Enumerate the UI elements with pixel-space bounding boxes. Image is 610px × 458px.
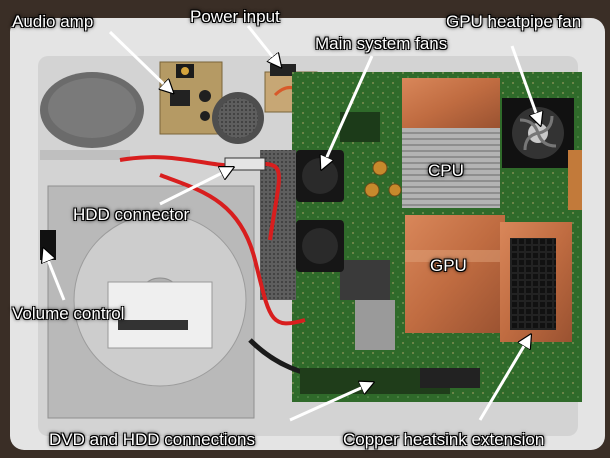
label-copper-heatsink-extension: Copper heatsink extension — [343, 430, 545, 449]
pcb-chip-area — [340, 112, 380, 142]
label-dvd-hdd-connections: DVD and HDD connections — [49, 430, 255, 449]
gpu-heatsink-sheen — [405, 250, 505, 262]
arrow-audio-amp — [108, 30, 172, 92]
arrow-power-input — [246, 25, 280, 66]
dvd-drive-label-sticker — [107, 281, 213, 349]
label-volume-control: Volume control — [12, 304, 125, 323]
ethernet-port — [355, 300, 395, 350]
heatpipe — [568, 150, 582, 210]
arrow-copper-heatsink — [478, 336, 530, 421]
label-cpu: CPU — [428, 161, 464, 180]
black-fin-stack — [510, 238, 556, 330]
speaker-cone — [48, 78, 136, 138]
dvd-drive-barcode — [118, 320, 188, 330]
arrow-gpu-heatpipe-fan — [510, 45, 540, 124]
label-gpu: GPU — [430, 256, 467, 275]
arrow-dvd-hdd-connections — [289, 383, 372, 422]
label-audio-amp: Audio amp — [12, 12, 94, 31]
label-hdd-connector: HDD connector — [73, 205, 190, 224]
label-gpu-heatpipe-fan: GPU heatpipe fan — [446, 12, 582, 31]
round-speaker-mesh — [218, 98, 258, 138]
gpu-heatsink — [405, 215, 505, 333]
audio-amp-capacitor-2 — [200, 111, 210, 121]
label-main-system-fans: Main system fans — [315, 34, 448, 53]
pcb-shield — [340, 260, 390, 300]
volume-knob — [40, 230, 56, 260]
audio-amp-chip — [170, 90, 190, 106]
main-fan-top-blades — [302, 158, 338, 194]
arrow-main-fans — [322, 55, 374, 168]
pcb-inductor-3 — [388, 183, 402, 197]
arrow-volume-control — [44, 250, 66, 301]
audio-amp-screw — [181, 67, 189, 75]
pcb-inductor-1 — [372, 160, 388, 176]
arrow-hdd-connector — [159, 168, 232, 206]
bottom-connector — [420, 368, 480, 388]
audio-amp-capacitor — [199, 90, 211, 102]
pcb-inductor-2 — [364, 182, 380, 198]
label-power-input: Power input — [190, 7, 280, 26]
case-rib — [40, 150, 130, 160]
cpu-heatsink-copper-top — [402, 78, 500, 128]
main-fan-bottom-blades — [302, 228, 338, 264]
